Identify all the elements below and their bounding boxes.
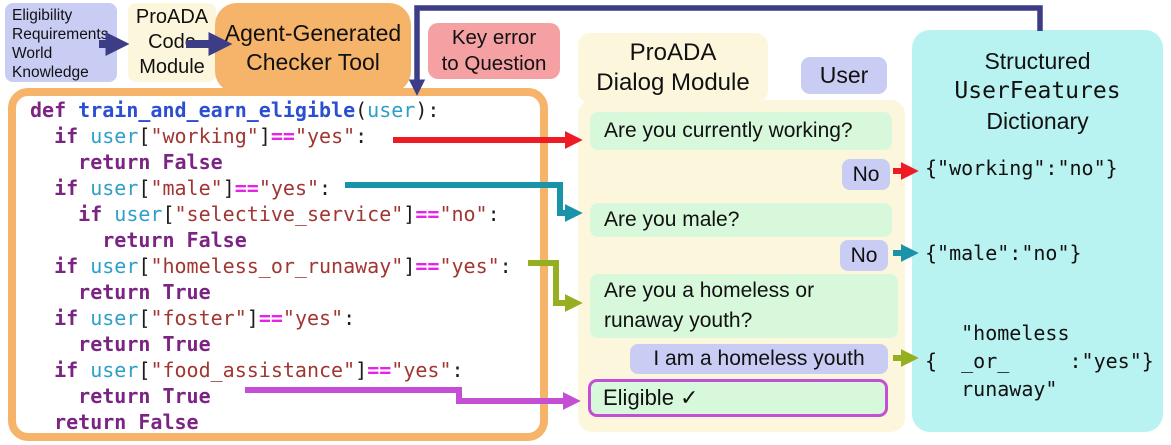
dict-entry-homeless: "homeless { _or_ :"yes"} runaway" xyxy=(925,321,1154,401)
code-line: def train_and_earn_eligible(user): xyxy=(30,98,440,122)
features-title-line1: Structured xyxy=(984,48,1091,74)
question-homeless-bubble: Are you a homeless or runaway youth? xyxy=(590,274,898,338)
code-line: return True xyxy=(78,332,211,356)
code-line: if user["homeless_or_runaway"]=="yes": xyxy=(54,254,512,278)
code-line: return True xyxy=(78,280,211,304)
user-features-box xyxy=(912,30,1163,432)
question-working-bubble: Are you currently working? xyxy=(590,112,892,150)
code-line: if user["working"]=="yes": xyxy=(54,124,368,148)
dict-entry-male: {"male":"no"} xyxy=(925,241,1082,265)
eligible-result-bubble: Eligible ✓ xyxy=(588,379,888,417)
code-line: return False xyxy=(54,410,199,434)
code-line: if user["foster"]=="yes": xyxy=(54,306,356,330)
code-line: return False xyxy=(78,150,223,174)
code-block: def train_and_earn_eligible(user): if us… xyxy=(30,97,542,435)
features-title-line2: UserFeatures xyxy=(954,78,1121,104)
answer-homeless-bubble: I am a homeless youth xyxy=(630,344,888,374)
code-line: return True xyxy=(78,384,211,408)
code-line: if user["male"]=="yes": xyxy=(54,176,332,200)
dialog-module-header: ProADA Dialog Module xyxy=(578,33,768,103)
answer-male-bubble: No xyxy=(840,240,888,271)
code-line: if user["food_assistance"]=="yes": xyxy=(54,358,464,382)
user-label: User xyxy=(801,57,887,94)
dict-entry-working: {"working":"no"} xyxy=(925,156,1118,180)
code-line: return False xyxy=(102,228,247,252)
knowledge-input-box: Eligibility Requirements, World Knowledg… xyxy=(5,3,117,82)
answer-working-bubble: No xyxy=(842,159,890,190)
features-title-line3: Dictionary xyxy=(986,108,1089,134)
key-error-label: Key error to Question xyxy=(428,23,560,79)
checker-code-panel xyxy=(8,88,548,441)
code-line: if user["selective_service"]=="no": xyxy=(78,202,500,226)
checker-tool-box: Agent-Generated Checker Tool xyxy=(215,3,411,93)
code-module-box: ProADA Code Module xyxy=(128,3,216,82)
question-male-bubble: Are you male? xyxy=(590,203,892,237)
